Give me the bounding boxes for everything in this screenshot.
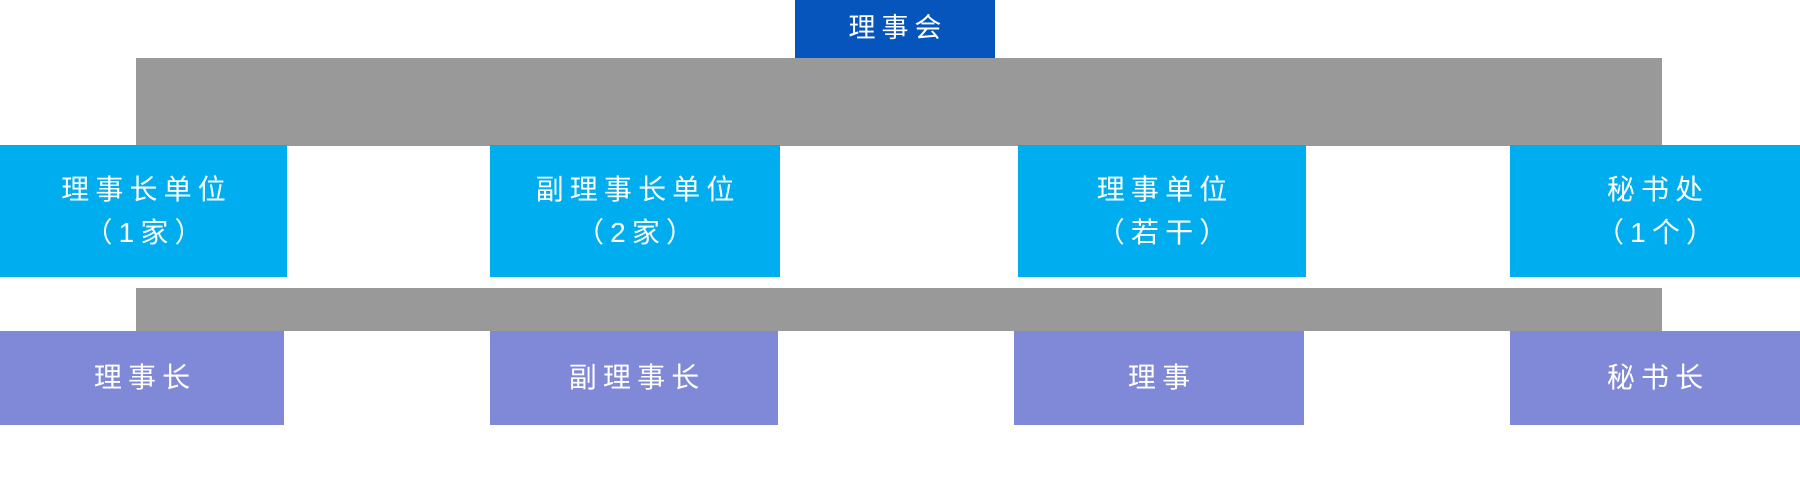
node-board[interactable]: 理事会 xyxy=(795,0,995,58)
node-chairman-role-label: 理事长 xyxy=(93,362,197,394)
node-director-unit-count: （若干） xyxy=(1096,217,1234,248)
node-vice-chairman-role[interactable]: 副理事长 xyxy=(490,331,778,425)
node-secretary-general-role-label: 秘书长 xyxy=(1606,362,1710,394)
node-vice-chairman-unit-count: （2家） xyxy=(575,217,701,248)
node-chairman-unit[interactable]: 理事长单位 （1家） xyxy=(0,145,287,277)
node-director-role-label: 理事 xyxy=(1127,362,1197,394)
node-secretariat-unit[interactable]: 秘书处 （1个） xyxy=(1510,145,1800,277)
connector-bar-upper xyxy=(136,58,1662,146)
node-vice-chairman-unit-title: 副理事长单位 xyxy=(535,173,741,205)
node-chairman-unit-title: 理事长单位 xyxy=(61,173,232,205)
node-vice-chairman-role-label: 副理事长 xyxy=(568,362,706,394)
node-chairman-role[interactable]: 理事长 xyxy=(0,331,284,425)
node-secretary-general-role[interactable]: 秘书长 xyxy=(1510,331,1800,425)
node-vice-chairman-unit[interactable]: 副理事长单位 （2家） xyxy=(490,145,780,277)
node-secretariat-unit-title: 秘书处 xyxy=(1606,173,1710,205)
node-chairman-unit-count: （1家） xyxy=(84,217,209,248)
node-director-unit[interactable]: 理事单位 （若干） xyxy=(1018,145,1306,277)
node-secretariat-unit-count: （1个） xyxy=(1595,217,1721,248)
node-director-role[interactable]: 理事 xyxy=(1014,331,1304,425)
node-director-unit-title: 理事单位 xyxy=(1096,173,1234,205)
node-board-label: 理事会 xyxy=(848,13,948,44)
connector-bar-lower xyxy=(136,288,1662,331)
